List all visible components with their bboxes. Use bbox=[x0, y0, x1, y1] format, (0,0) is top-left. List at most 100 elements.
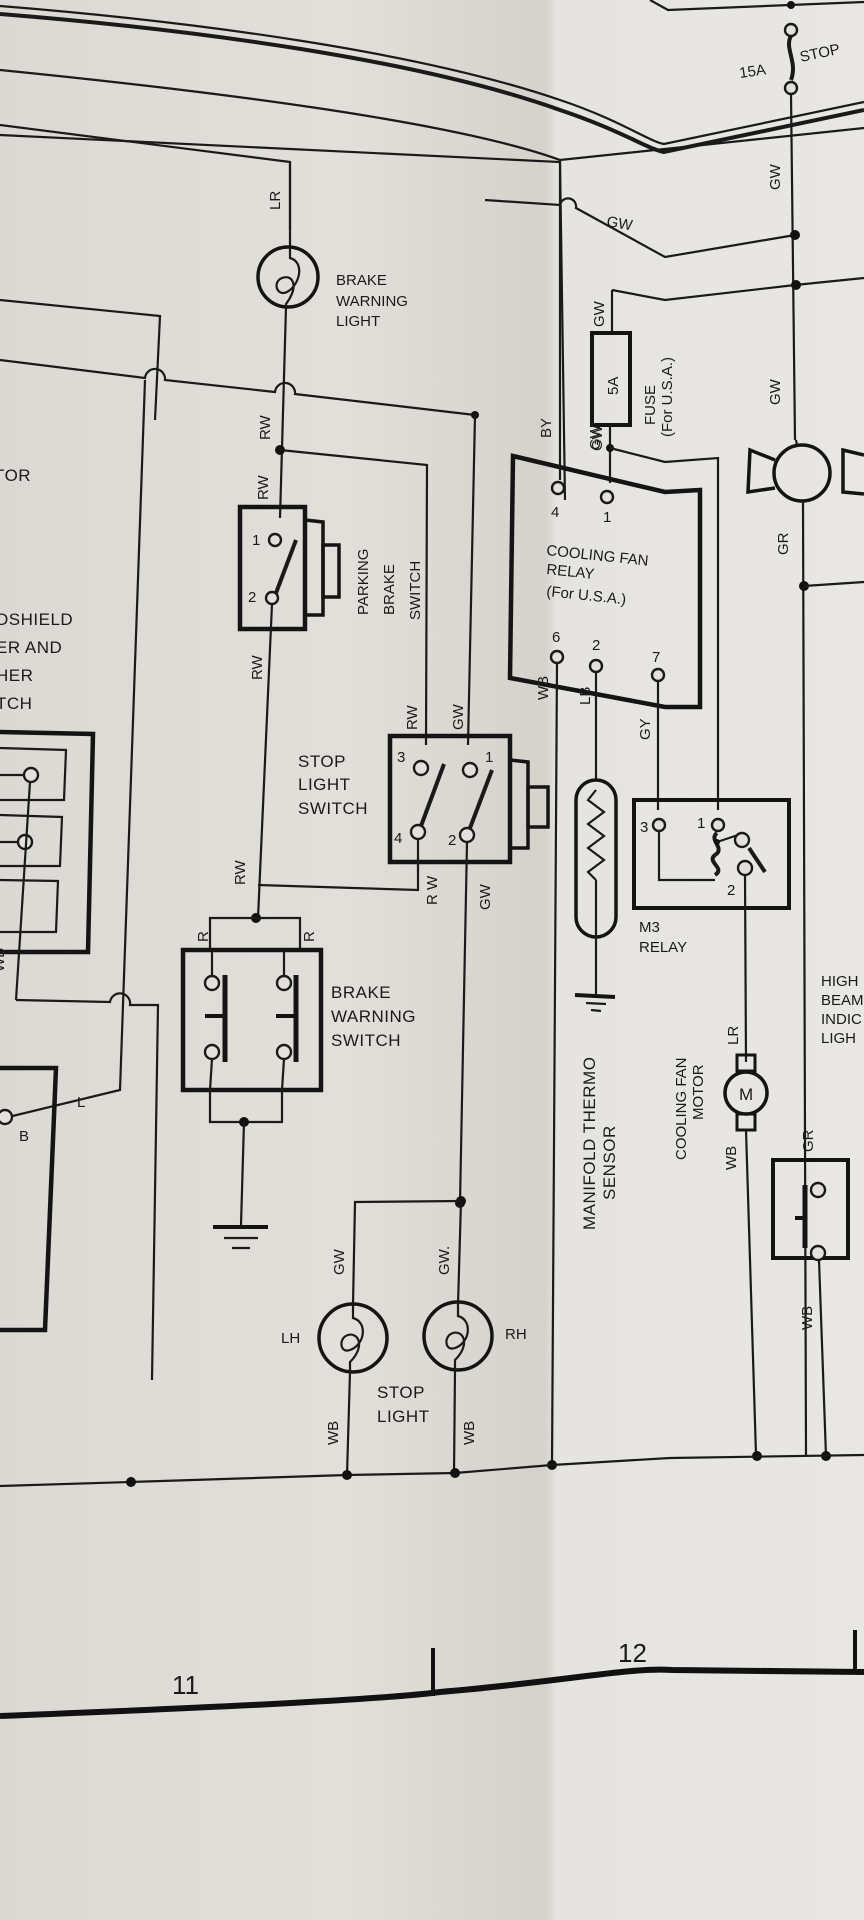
relay-label-line-2: RELAY bbox=[546, 561, 596, 583]
parking-switch-label-3: SWITCH bbox=[407, 561, 424, 620]
fuse-5a-label-region: (For U.S.A.) bbox=[659, 357, 676, 437]
grid-marker-12: 12 bbox=[618, 1638, 647, 1668]
stop-light-switch: 3 1 4 2 RW GW R W GW STOP LIGHT SWITCH bbox=[257, 703, 550, 1208]
parking-switch-terminal-2: 2 bbox=[248, 589, 256, 606]
relay-terminal-6: 6 bbox=[552, 629, 560, 646]
brake-switch-label-2: WARNING bbox=[331, 1007, 416, 1026]
stop-switch-terminal-1: 1 bbox=[485, 749, 493, 766]
m3-terminal-2: 2 bbox=[727, 882, 735, 899]
motor-label-2: MOTOR bbox=[690, 1064, 707, 1120]
wire-label-gw: GW bbox=[767, 163, 784, 190]
cooling-fan-relay: 4 1 BY GW COOLING FAN RELAY (For U.S.A.)… bbox=[507, 160, 703, 1470]
relay-terminal-1: 1 bbox=[603, 509, 611, 526]
parking-switch-label-2: BRAKE bbox=[381, 564, 398, 615]
relay-terminal-7: 7 bbox=[652, 649, 660, 666]
parking-brake-switch: 1 2 RW RW PARKING BRAKE SWITCH bbox=[237, 474, 424, 919]
brake-light-wire-bottom: RW bbox=[257, 414, 274, 440]
brake-light-label-1: BRAKE bbox=[336, 272, 387, 289]
stop-light-label-1: STOP bbox=[377, 1383, 425, 1402]
wiper-label-1: DSHIELD bbox=[0, 610, 73, 629]
thermo-sensor-label-2: SENSOR bbox=[600, 1125, 619, 1200]
relay-label-line-3: (For U.S.A.) bbox=[546, 583, 627, 608]
stop-light-rh-wire-top: GW. bbox=[436, 1246, 453, 1275]
high-beam-label-3: INDIC bbox=[821, 1011, 862, 1028]
fuse-5a-rating: 5A bbox=[605, 377, 622, 395]
horn-switch: GR WB bbox=[771, 1129, 850, 1461]
brake-light-wire-top: LR bbox=[267, 191, 284, 210]
parking-switch-wire-top: RW bbox=[255, 474, 272, 500]
motor-wire-top: LR bbox=[725, 1026, 742, 1045]
left-components: TOR DSHIELD ER AND HER TCH B L WB bbox=[0, 379, 160, 1381]
relay-wire-6: WB bbox=[535, 676, 552, 700]
stop-light-lh-label: LH bbox=[281, 1330, 300, 1347]
parking-switch-label-1: PARKING bbox=[355, 549, 372, 615]
m3-relay-label-1: M3 bbox=[639, 919, 660, 936]
stop-switch-label-3: SWITCH bbox=[298, 799, 368, 818]
motor-wire-bottom: WB bbox=[723, 1146, 740, 1170]
fuse-15a-name: STOP bbox=[798, 41, 841, 66]
stop-switch-label-2: LIGHT bbox=[298, 775, 351, 794]
relay-wire-2: LB bbox=[577, 687, 594, 705]
horn-wire-top: GW bbox=[767, 378, 784, 405]
m3-terminal-3: 3 bbox=[640, 819, 648, 836]
relay-terminal-4: 4 bbox=[551, 504, 559, 521]
m3-terminal-1: 1 bbox=[697, 815, 705, 832]
manifold-thermo-sensor: MANIFOLD THERMO SENSOR bbox=[574, 778, 619, 1230]
stop-light-label-2: LIGHT bbox=[377, 1407, 430, 1426]
horn-switch-wire-top: GR bbox=[800, 1129, 817, 1152]
high-beam-label-2: BEAM bbox=[821, 992, 864, 1009]
brake-switch-label-3: SWITCH bbox=[331, 1031, 401, 1050]
ground-bus bbox=[0, 1453, 864, 1488]
thermo-sensor-label-1: MANIFOLD THERMO bbox=[580, 1057, 599, 1230]
high-beam-label-1: HIGH bbox=[821, 973, 859, 990]
parking-switch-terminal-1: 1 bbox=[252, 532, 260, 549]
stop-switch-terminal-3: 3 bbox=[397, 749, 405, 766]
brake-light-label-3: LIGHT bbox=[336, 313, 380, 330]
grid-marker-11: 11 bbox=[172, 1670, 199, 1700]
m3-relay: 3 1 2 M3 RELAY bbox=[632, 798, 791, 1063]
stop-switch-wire-3: RW bbox=[404, 704, 421, 730]
parking-switch-wire-bottom: RW bbox=[249, 654, 266, 680]
left-terminal-b: B bbox=[19, 1128, 29, 1145]
fuse-15a-rating: 15A bbox=[738, 61, 767, 82]
top-border bbox=[0, 0, 864, 155]
motor-label-1: COOLING FAN bbox=[673, 1057, 690, 1160]
brake-warning-light: LR BRAKE WARNING LIGHT RW bbox=[256, 162, 479, 746]
high-beam-label-4: LIGH bbox=[821, 1030, 856, 1047]
cooling-fan-motor: M LR WB COOLING FAN MOTOR bbox=[673, 1026, 769, 1461]
brake-switch-wire-top: RW bbox=[232, 859, 249, 885]
stop-switch-label-1: STOP bbox=[298, 752, 346, 771]
stop-switch-wire-4: R W bbox=[424, 875, 441, 905]
fuse-5a-wire-top: GW bbox=[591, 300, 608, 327]
brake-switch-label-1: BRAKE bbox=[331, 983, 391, 1002]
grid-ruler: 11 12 bbox=[0, 1630, 864, 1719]
stop-switch-wire-2: GW bbox=[477, 883, 494, 910]
wiper-wire-label: WB bbox=[0, 948, 8, 972]
stop-light-rh-wire-bottom: WB bbox=[461, 1421, 478, 1445]
relay-wire-4: BY bbox=[538, 418, 555, 438]
wire-label-top-gw: GW bbox=[605, 213, 634, 234]
fuse-5a-wire-bottom: GW bbox=[589, 424, 606, 451]
fuse-15a: 15A STOP GW bbox=[738, 1, 842, 441]
stop-lights: GW GW. LH RH STOP LIGHT WB WB bbox=[281, 1196, 527, 1476]
stop-light-lh-wire-top: GW bbox=[331, 1248, 348, 1275]
brake-warning-switch: R R RW BRAKE WARNING SWITCH bbox=[180, 859, 416, 1250]
fuse-5a-label: FUSE bbox=[642, 385, 659, 425]
m3-relay-label-2: RELAY bbox=[639, 939, 687, 956]
stop-switch-terminal-4: 4 bbox=[394, 830, 402, 847]
wiper-label-2: ER AND bbox=[0, 638, 62, 657]
relay-wire-7: GY bbox=[637, 718, 654, 740]
brake-switch-wire-left: R bbox=[195, 931, 212, 942]
fuse-5a: 5A FUSE (For U.S.A.) GW GW bbox=[589, 290, 720, 810]
relay-wire-1: GW bbox=[587, 423, 604, 450]
wiper-label-3: HER bbox=[0, 666, 33, 685]
high-beam-indicator: HIGH BEAM INDIC LIGH bbox=[821, 973, 864, 1047]
left-label-tor: TOR bbox=[0, 466, 31, 485]
horn: GW GR bbox=[746, 378, 864, 1456]
stop-light-rh-label: RH bbox=[505, 1326, 527, 1343]
brake-switch-wire-right: R bbox=[301, 931, 318, 942]
stop-switch-wire-1: GW bbox=[450, 703, 467, 730]
wiper-label-4: TCH bbox=[0, 694, 32, 713]
